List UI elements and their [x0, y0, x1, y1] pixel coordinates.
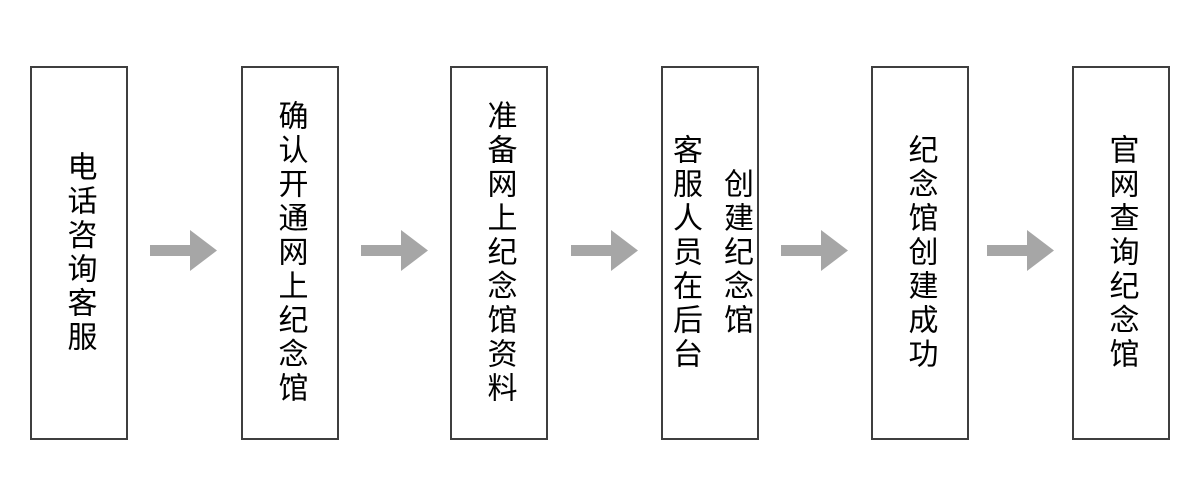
flow-step-2-label: 确认开通网上纪念馆 — [273, 100, 307, 406]
arrow-right-icon — [781, 230, 848, 271]
flow-step-3: 准备网上纪念馆资料 — [450, 66, 548, 440]
flow-step-5-label: 纪念馆创建成功 — [903, 134, 937, 372]
flow-step-5: 纪念馆创建成功 — [871, 66, 969, 440]
flow-step-1-label: 电话咨询客服 — [62, 151, 96, 355]
flow-arrow-2 — [361, 230, 428, 271]
arrow-right-icon — [987, 230, 1054, 271]
flow-step-4-label: 客服人员在后台 创建纪念馆 — [668, 134, 752, 372]
flow-step-6-label: 官网查询纪念馆 — [1104, 134, 1138, 372]
arrow-right-icon — [361, 230, 428, 271]
flow-step-1: 电话咨询客服 — [30, 66, 128, 440]
flow-arrow-1 — [150, 230, 217, 271]
flow-arrow-4 — [781, 230, 848, 271]
flow-arrow-3 — [571, 230, 638, 271]
flow-step-3-label: 准备网上纪念馆资料 — [482, 100, 516, 406]
flow-step-6: 官网查询纪念馆 — [1072, 66, 1170, 440]
flow-step-4: 客服人员在后台 创建纪念馆 — [661, 66, 759, 440]
flow-step-2: 确认开通网上纪念馆 — [241, 66, 339, 440]
arrow-right-icon — [571, 230, 638, 271]
arrow-right-icon — [150, 230, 217, 271]
flow-arrow-5 — [987, 230, 1054, 271]
